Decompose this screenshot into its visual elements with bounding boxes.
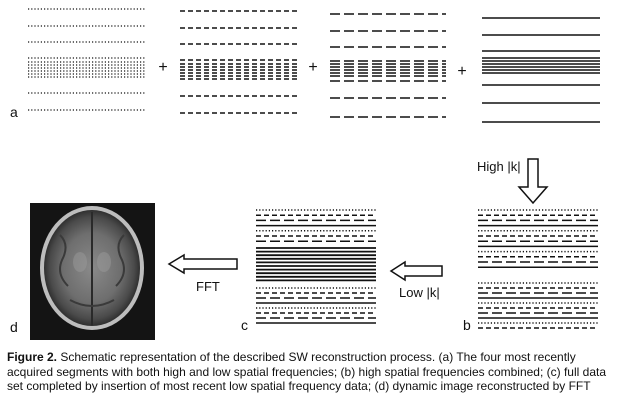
fft-label: FFT (196, 279, 220, 294)
high-k-label: High |k| (477, 159, 521, 174)
panel-label-a: a (10, 104, 18, 120)
panel-label-b: b (463, 317, 471, 333)
plus-operator-3: + (457, 63, 466, 80)
low-k-label: Low |k| (399, 285, 440, 300)
caption-text: Schematic representation of the describe… (7, 350, 607, 393)
caption-title: Figure 2. (7, 350, 58, 364)
high-k-down-arrow (517, 158, 549, 205)
figure-caption: Figure 2. Schematic representation of th… (7, 350, 615, 394)
dynamic-brain-image (30, 203, 155, 340)
plus-operator-1: + (158, 59, 167, 76)
panel-b-combined-high-frequencies (478, 209, 598, 329)
segment-1-dotted-lines (28, 8, 146, 111)
segment-2-short-dash-lines (180, 10, 298, 114)
low-k-left-arrow (389, 260, 443, 282)
panel-label-d: d (10, 319, 18, 335)
plus-operator-2: + (308, 59, 317, 76)
panel-label-c: c (241, 317, 248, 333)
fft-left-arrow (167, 253, 238, 275)
panel-c-full-data-set (256, 209, 376, 324)
segment-3-long-dash-lines (330, 13, 446, 118)
segment-4-solid-lines (482, 17, 600, 123)
